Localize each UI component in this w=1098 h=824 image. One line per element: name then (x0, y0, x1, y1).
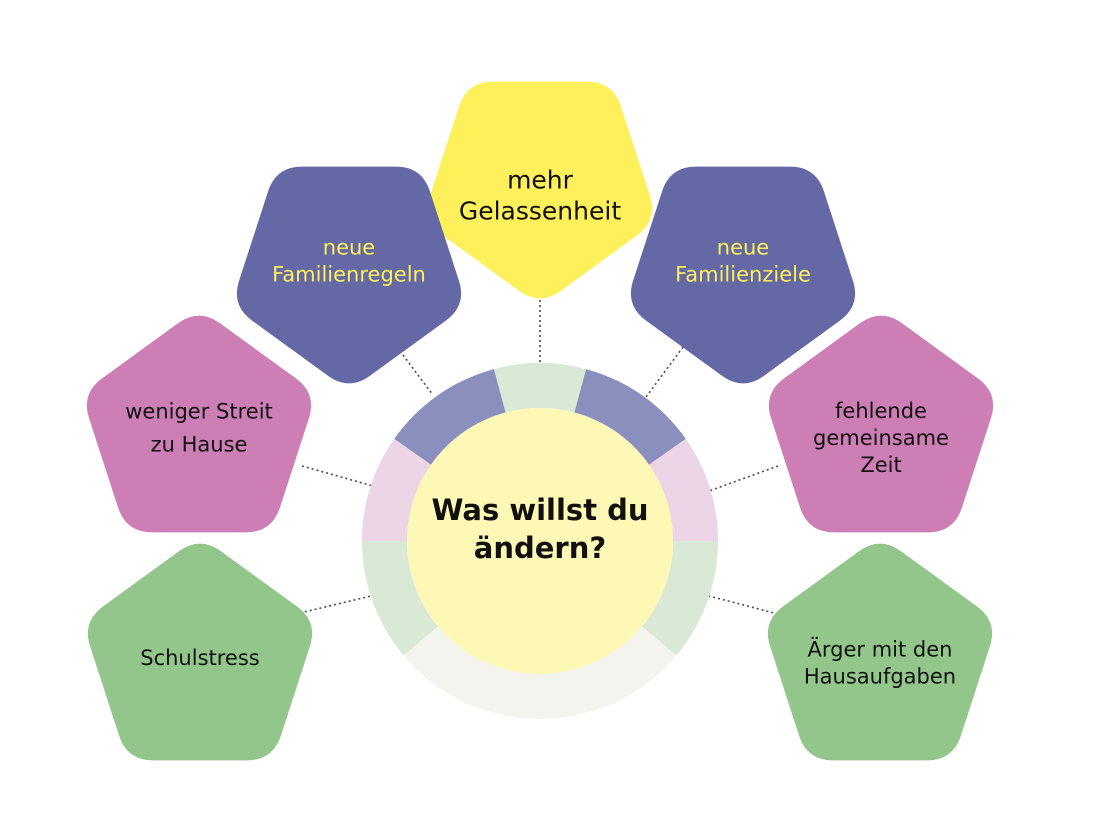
node-label-line: Familienregeln (272, 263, 426, 287)
ring-seg-right (648, 438, 718, 541)
node-label-line: fehlende (835, 399, 927, 423)
ring-seg-upper-right (574, 369, 686, 465)
node-weniger-streit: weniger Streit zu Hause (86, 315, 312, 533)
node-label-line: Hausaufgaben (804, 665, 956, 689)
node-label-line: Familienziele (675, 263, 811, 287)
node-label-line: Zeit (860, 453, 901, 477)
pentagon-shape (87, 543, 313, 761)
center-question-line: Was willst du (431, 493, 648, 527)
center-ring (362, 363, 718, 719)
node-schulstress: Schulstress (87, 543, 313, 761)
center-question-line: ändern? (474, 531, 606, 565)
connector-line-5 (708, 465, 779, 492)
ring-seg-top (493, 363, 587, 413)
pentagon-shape (86, 315, 312, 533)
pentagon-shape (768, 315, 994, 533)
node-label-line: zu Hause (151, 433, 248, 457)
ring-seg-upper-left (394, 369, 506, 465)
center-circle (407, 408, 673, 674)
pentagon-shape (236, 166, 462, 384)
node-label-line: weniger Streit (125, 400, 273, 424)
node-label-line: neue (717, 236, 769, 260)
node-label-line: neue (323, 236, 375, 260)
ring-seg-lower-right (641, 541, 718, 656)
connector-line-6 (299, 595, 372, 614)
ring-seg-lower-left (362, 541, 439, 656)
node-label: weniger Streit zu Hause (125, 400, 273, 457)
connector-line-7 (708, 595, 779, 615)
connector-line-3 (645, 342, 687, 398)
pentagon-shape (630, 166, 856, 384)
center-question: Was willst du ändern? (431, 493, 648, 565)
center-circle-group: Was willst du ändern? (407, 408, 673, 674)
node-label-line: gemeinsame (813, 426, 949, 450)
node-label-line: Gelassenheit (459, 197, 621, 226)
node-label-line: mehr (507, 166, 574, 195)
node-label: Schulstress (140, 646, 259, 670)
connector-line-4 (301, 465, 374, 487)
ring-seg-left (362, 438, 432, 541)
pentagon-shape (427, 81, 653, 299)
node-label-line: Schulstress (140, 646, 259, 670)
ring-seg-bottom (403, 626, 677, 719)
pentagon-shape (767, 543, 993, 761)
node-label-line: Ärger mit den (808, 637, 953, 662)
